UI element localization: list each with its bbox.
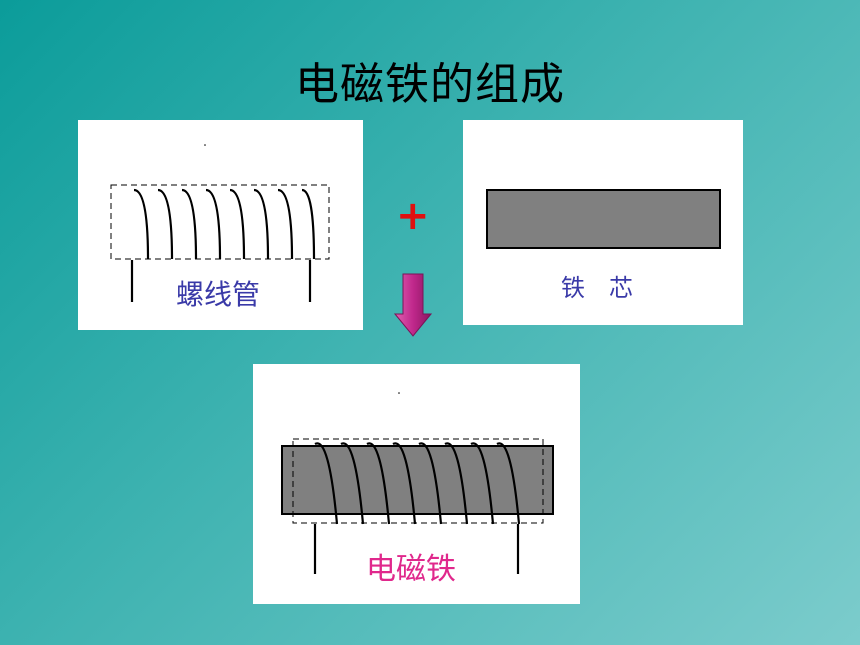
iron-core-panel: 铁 芯 [463, 120, 743, 325]
iron-core-diagram [486, 189, 721, 249]
electromagnet-panel: 电磁铁 [253, 364, 580, 604]
iron-core-bar [486, 189, 721, 249]
solenoid-panel: 螺线管 [78, 120, 363, 330]
solenoid-diagram [110, 144, 330, 302]
solenoid-label: 螺线管 [176, 278, 261, 311]
iron-core-label: 铁 芯 [561, 274, 633, 302]
electromagnet-coils [314, 442, 521, 525]
down-arrow-icon [394, 273, 432, 337]
page-title: 电磁铁的组成 [295, 59, 565, 110]
electromagnet-outline [292, 438, 544, 524]
plus-sign: + [396, 193, 430, 239]
electromagnet-label: 电磁铁 [366, 552, 456, 587]
electromagnet-diagram [281, 392, 554, 574]
electromagnet-core [281, 445, 554, 515]
solenoid-coils [133, 188, 316, 260]
